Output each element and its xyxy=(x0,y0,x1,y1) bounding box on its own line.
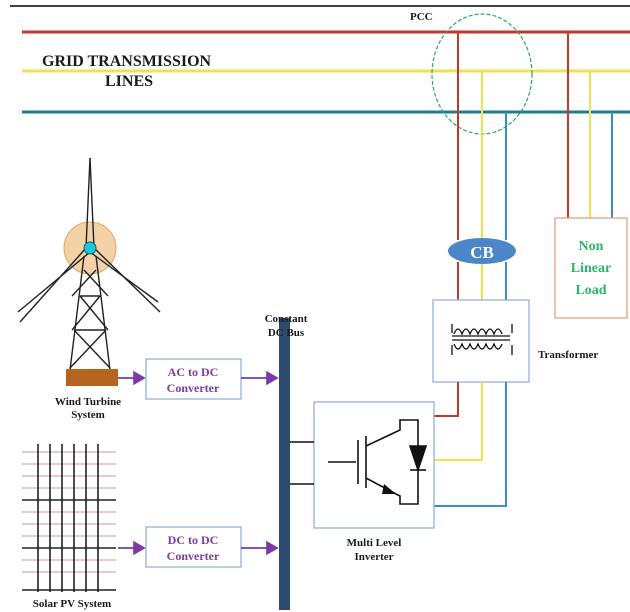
transformer-coil-icon xyxy=(451,324,513,355)
ac-dc-label-line1: AC to DC xyxy=(168,365,219,379)
phase-yellow-lower xyxy=(434,382,483,461)
solar-panel-icon xyxy=(22,440,116,592)
inverter-label-line2: Inverter xyxy=(354,551,393,563)
pcc-label: PCC xyxy=(410,11,433,23)
transformer-box xyxy=(432,299,530,383)
ac-dc-label-line2: Converter xyxy=(167,381,220,395)
wind-turbine-icon xyxy=(17,157,161,386)
load-label-line1: Non xyxy=(579,239,604,254)
nonlinear-load-box xyxy=(554,217,628,319)
inverter-box xyxy=(313,401,435,529)
inverter-label-line1: Multi Level xyxy=(347,537,402,549)
load-label-line2: Linear xyxy=(571,261,611,276)
wind-label-line1: Wind Turbine xyxy=(55,396,121,408)
transformer-label: Transformer xyxy=(538,349,598,361)
dc-dc-label-line1: DC to DC xyxy=(168,533,219,547)
dc-bus-label-line2: DC Bus xyxy=(268,327,305,339)
ac-dc-converter-box xyxy=(145,358,242,400)
cb-label: CB xyxy=(470,243,494,262)
dc-bus-label-line1: Constant xyxy=(265,313,308,325)
circuit-breaker xyxy=(448,238,516,264)
grid-label-line1: GRID TRANSMISSION xyxy=(42,53,212,70)
dc-dc-label-line2: Converter xyxy=(167,549,220,563)
dc-dc-converter-box xyxy=(145,526,242,568)
load-label-line3: Load xyxy=(575,283,606,298)
igbt-switch-icon xyxy=(328,419,428,505)
dc-bus xyxy=(279,318,290,610)
phase-red-lower xyxy=(434,382,459,417)
phase-blue-lower xyxy=(434,382,507,507)
wind-label-line2: System xyxy=(71,409,105,421)
grid-label-line2: LINES xyxy=(105,73,153,90)
solar-label: Solar PV System xyxy=(33,598,111,610)
